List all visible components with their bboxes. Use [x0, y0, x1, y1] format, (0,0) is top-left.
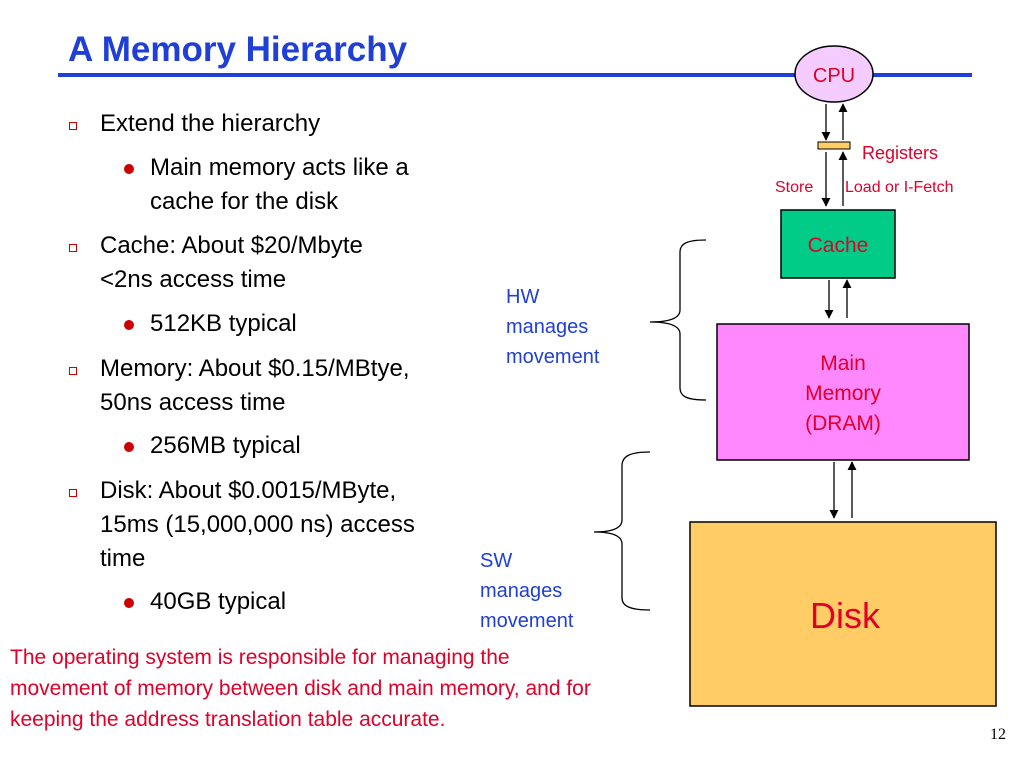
- bullet-item: Disk: About $0.0015/MByte, 15ms (15,000,…: [100, 474, 480, 576]
- bullet-item: Extend the hierarchy: [100, 107, 480, 141]
- bullet-item: 512KB typical: [150, 307, 470, 341]
- hw-label-line: movement: [506, 346, 600, 368]
- bullet-line: 15ms (15,000,000 ns) access: [100, 511, 415, 538]
- cache-label: Cache: [808, 234, 869, 257]
- bullet-item: Memory: About $0.15/MBtye, 50ns access t…: [100, 352, 480, 420]
- bullet-marker-dot: [124, 164, 134, 174]
- bullet-marker-square: [69, 122, 77, 130]
- bullet-line: cache for the disk: [150, 188, 339, 215]
- sw-label-line: SW: [480, 550, 512, 572]
- disk-node: [689, 521, 997, 707]
- registers-label: Registers: [862, 143, 938, 163]
- cpu-node: [794, 45, 874, 103]
- hw-label-line: HW: [506, 286, 539, 308]
- sw-label-line: manages: [480, 580, 562, 602]
- bullet-text: 40GB typical: [150, 588, 287, 615]
- bullet-line: 50ns access time: [100, 389, 286, 416]
- bullet-marker-dot: [124, 442, 134, 452]
- title-underline: [58, 73, 972, 77]
- bullet-item: Main memory acts like a cache for the di…: [150, 151, 470, 219]
- cache-node: [780, 209, 896, 279]
- main-memory-label-line: (DRAM): [805, 412, 881, 435]
- bullet-marker-square: [69, 367, 77, 375]
- main-memory-label-line: Memory: [805, 382, 881, 405]
- bullet-marker-dot: [124, 320, 134, 330]
- os-note: The operating system is responsible for …: [10, 646, 591, 731]
- bullet-text: 512KB typical: [150, 310, 297, 337]
- bullet-text: Extend the hierarchy: [100, 110, 321, 137]
- slide-title: A Memory Hierarchy: [68, 30, 408, 69]
- bullet-text: 256MB typical: [150, 432, 301, 459]
- bullet-line: Cache: About $20/Mbyte: [100, 232, 363, 259]
- registers-node: [817, 141, 851, 150]
- bullet-list: Extend the hierarchy Main memory acts li…: [0, 0, 520, 640]
- sw-bracket: [593, 451, 651, 611]
- bullet-line: <2ns access time: [100, 266, 287, 293]
- disk-label: Disk: [810, 595, 881, 636]
- bullet-item: Cache: About $20/Mbyte <2ns access time: [100, 229, 480, 297]
- bullet-item: 40GB typical: [150, 585, 470, 619]
- bullet-line: Memory: About $0.15/MBtye,: [100, 355, 410, 382]
- hw-bracket: [649, 239, 707, 401]
- hw-label-line: manages: [506, 316, 588, 338]
- store-label: Store: [775, 179, 813, 196]
- main-memory-label-line: Main: [820, 352, 866, 375]
- bullet-item: 256MB typical: [150, 429, 470, 463]
- bullet-line: time: [100, 545, 146, 572]
- sw-label-line: movement: [480, 610, 574, 632]
- load-label: Load or I-Fetch: [845, 179, 954, 196]
- bullet-marker-square: [69, 244, 77, 252]
- page-number: 12: [990, 726, 1006, 743]
- cpu-label: CPU: [813, 65, 855, 87]
- bullet-marker-square: [69, 489, 77, 497]
- main-memory-node: [716, 323, 970, 461]
- bullet-line: Disk: About $0.0015/MByte,: [100, 477, 397, 504]
- bullet-marker-dot: [124, 598, 134, 608]
- bullet-line: Main memory acts like a: [150, 154, 409, 181]
